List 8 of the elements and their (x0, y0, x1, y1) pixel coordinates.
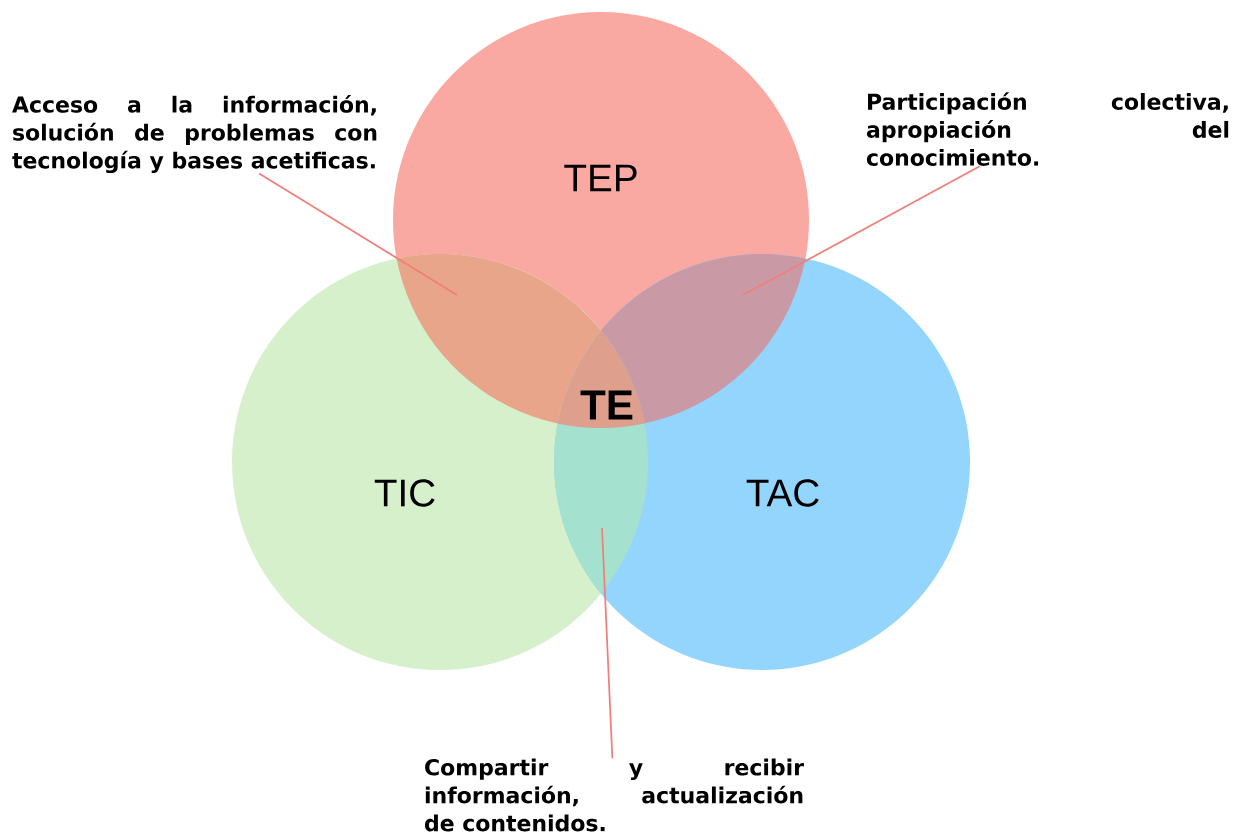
callout-text: Compartir y recibir información, actualización de contenidos. (425, 758, 804, 832)
center-label: TE (580, 390, 633, 420)
leader-line (601, 527, 614, 760)
callout-text: Acceso a la información, solución de problemas con tecnología y bases acetificas. (12, 94, 377, 174)
leader-line (258, 172, 458, 296)
callout-text: Participación colectiva, apropiación del conocimiento. (866, 92, 1229, 166)
overlap-region (554, 423, 648, 594)
leader-line (742, 165, 981, 296)
